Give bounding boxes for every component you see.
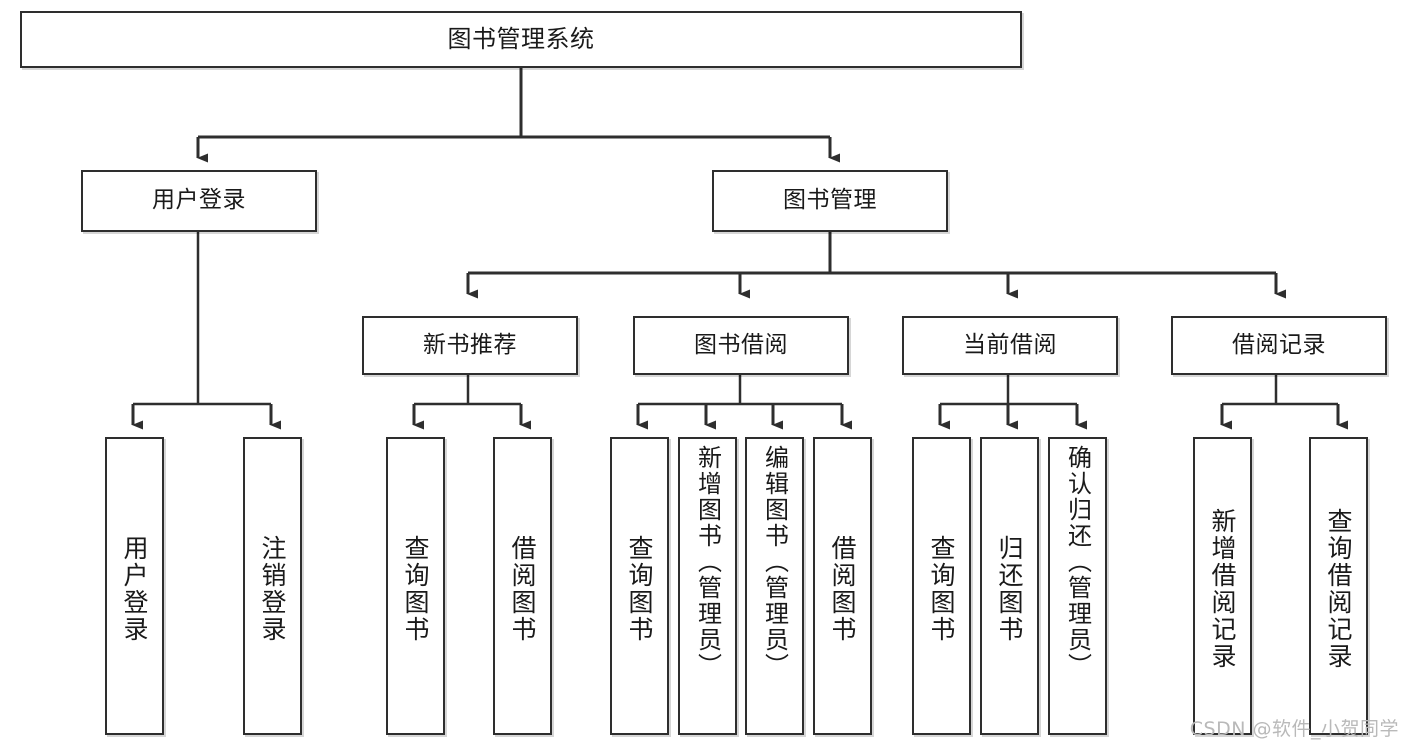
node-leaf-query-book-3-label: 查询图书 bbox=[927, 535, 956, 643]
node-leaf-add-book-label: 新增图书（管理员） bbox=[693, 445, 722, 679]
node-leaf-borrow-book-2[interactable]: 借阅图书 bbox=[813, 437, 872, 735]
node-leaf-logout-label: 注销登录 bbox=[258, 535, 287, 643]
node-leaf-query-book-3[interactable]: 查询图书 bbox=[912, 437, 971, 735]
csdn-watermark: CSDN @软件_小贺同学 bbox=[1189, 718, 1399, 740]
node-user-login[interactable]: 用户登录 bbox=[81, 170, 317, 232]
node-leaf-confirm-return-label: 确认归还（管理员） bbox=[1063, 445, 1092, 679]
node-leaf-borrow-book-2-label: 借阅图书 bbox=[828, 535, 857, 643]
node-user-login-label: 用户登录 bbox=[152, 187, 246, 214]
node-leaf-borrow-book-1-label: 借阅图书 bbox=[508, 535, 537, 643]
node-root-system[interactable]: 图书管理系统 bbox=[20, 11, 1022, 68]
node-leaf-query-book-2-label: 查询图书 bbox=[625, 535, 654, 643]
node-book-manage[interactable]: 图书管理 bbox=[712, 170, 948, 232]
node-leaf-edit-book-label: 编辑图书（管理员） bbox=[760, 445, 789, 679]
node-leaf-return-book-label: 归还图书 bbox=[995, 535, 1024, 643]
node-book-manage-label: 图书管理 bbox=[783, 187, 877, 214]
node-leaf-confirm-return[interactable]: 确认归还（管理员） bbox=[1048, 437, 1107, 735]
node-leaf-edit-book[interactable]: 编辑图书（管理员） bbox=[745, 437, 804, 735]
node-leaf-query-book-1-label: 查询图书 bbox=[401, 535, 430, 643]
node-borrow-record-label: 借阅记录 bbox=[1232, 331, 1326, 358]
node-leaf-query-record[interactable]: 查询借阅记录 bbox=[1309, 437, 1368, 735]
node-leaf-logout[interactable]: 注销登录 bbox=[243, 437, 302, 735]
node-root-system-label: 图书管理系统 bbox=[447, 25, 595, 54]
node-leaf-user-login[interactable]: 用户登录 bbox=[105, 437, 164, 735]
node-current-borrow[interactable]: 当前借阅 bbox=[902, 316, 1118, 375]
node-current-borrow-label: 当前借阅 bbox=[963, 331, 1057, 358]
node-leaf-add-record-label: 新增借阅记录 bbox=[1208, 508, 1237, 670]
node-new-book-recommend-label: 新书推荐 bbox=[423, 331, 517, 358]
node-leaf-query-book-1[interactable]: 查询图书 bbox=[386, 437, 445, 735]
node-book-borrow-label: 图书借阅 bbox=[694, 331, 788, 358]
node-leaf-return-book[interactable]: 归还图书 bbox=[980, 437, 1039, 735]
node-leaf-query-book-2[interactable]: 查询图书 bbox=[610, 437, 669, 735]
node-leaf-user-login-label: 用户登录 bbox=[120, 535, 149, 643]
node-borrow-record[interactable]: 借阅记录 bbox=[1171, 316, 1387, 375]
node-leaf-add-record[interactable]: 新增借阅记录 bbox=[1193, 437, 1252, 735]
node-leaf-add-book[interactable]: 新增图书（管理员） bbox=[678, 437, 737, 735]
node-leaf-query-record-label: 查询借阅记录 bbox=[1324, 508, 1353, 670]
node-leaf-borrow-book-1[interactable]: 借阅图书 bbox=[493, 437, 552, 735]
node-book-borrow[interactable]: 图书借阅 bbox=[633, 316, 849, 375]
node-new-book-recommend[interactable]: 新书推荐 bbox=[362, 316, 578, 375]
